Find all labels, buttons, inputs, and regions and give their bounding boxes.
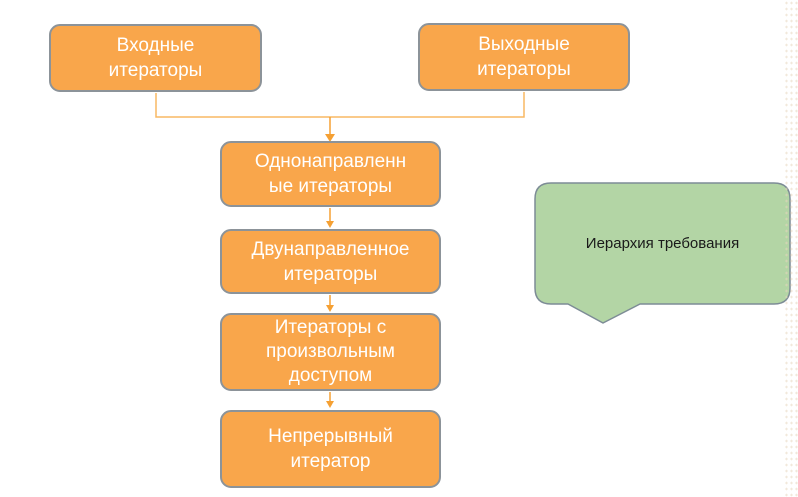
box-bidirectional-iterators-label: Двунаправленное итераторы	[251, 238, 410, 285]
slide-edge-decoration	[784, 0, 798, 497]
box-input-iterators-label: Входные итераторы	[108, 35, 203, 81]
box-random-access-iterators: Итераторы с произвольным доступом	[220, 313, 441, 391]
box-bidirectional-iterators: Двунаправленное итераторы	[220, 229, 441, 294]
box-output-iterators-label: Выходные итераторы	[477, 34, 571, 80]
arrow-forward-to-bidirectional	[326, 208, 334, 228]
box-contiguous-iterator: Непрерывный итератор	[220, 410, 441, 488]
box-input-iterators: Входные итераторы	[49, 24, 262, 92]
arrow-down-to-forward	[325, 117, 335, 142]
box-contiguous-iterator-label: Непрерывный итератор	[268, 426, 393, 472]
box-output-iterators: Выходные итераторы	[418, 23, 630, 91]
arrow-bidirectional-to-random	[326, 295, 334, 312]
arrow-random-to-contiguous	[326, 392, 334, 408]
box-forward-iterators-label: Однонаправленн ые итераторы	[254, 151, 407, 197]
callout-label: Иерархия требования	[585, 235, 740, 252]
elbow-connector	[155, 92, 525, 118]
box-forward-iterators: Однонаправленн ые итераторы	[220, 141, 441, 207]
box-random-access-iterators-label: Итераторы с произвольным доступом	[266, 317, 395, 386]
